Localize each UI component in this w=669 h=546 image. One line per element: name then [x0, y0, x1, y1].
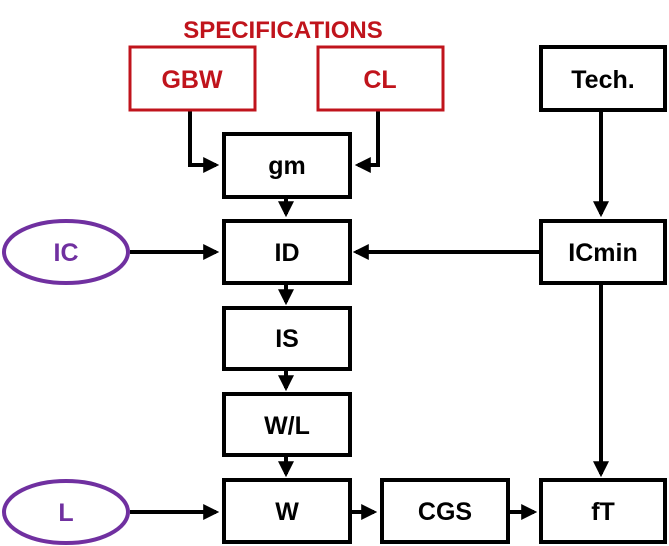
- node-tech: Tech.: [539, 45, 667, 112]
- node-ic: IC: [2, 219, 130, 285]
- node-gbw: GBW: [128, 45, 257, 112]
- node-gbw-label: GBW: [161, 66, 223, 94]
- edge-cl-to-gm: [354, 110, 380, 173]
- node-cl: CL: [316, 45, 445, 112]
- edge-gbw-to-gm: [188, 110, 220, 173]
- node-ft: fT: [539, 478, 667, 544]
- node-id-label: ID: [275, 239, 300, 267]
- node-wl-label: W/L: [264, 412, 310, 440]
- node-tech-label: Tech.: [571, 66, 634, 94]
- node-icmin: ICmin: [539, 219, 667, 285]
- node-is: IS: [222, 306, 352, 371]
- node-ft-label: fT: [591, 498, 615, 526]
- node-gm-label: gm: [268, 152, 306, 180]
- node-l: L: [2, 479, 130, 545]
- node-cl-label: CL: [363, 66, 396, 94]
- node-is-label: IS: [275, 325, 299, 353]
- node-id: ID: [222, 219, 352, 285]
- node-wl: W/L: [222, 392, 352, 457]
- node-cgs: CGS: [380, 478, 510, 544]
- edges: [130, 110, 609, 520]
- specifications-heading: SPECIFICATIONS: [183, 17, 383, 44]
- node-gm: gm: [222, 132, 352, 199]
- node-l-label: L: [58, 499, 73, 527]
- node-w: W: [222, 478, 352, 544]
- node-icmin-label: ICmin: [568, 239, 637, 267]
- node-w-label: W: [275, 498, 299, 526]
- node-cgs-label: CGS: [418, 498, 472, 526]
- node-ic-label: IC: [54, 239, 79, 267]
